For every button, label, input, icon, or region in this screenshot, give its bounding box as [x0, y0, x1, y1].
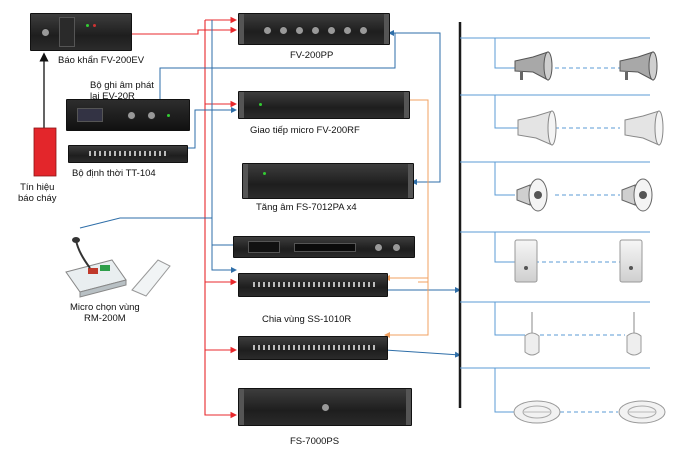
player-device	[233, 236, 415, 258]
tt104-device	[68, 145, 188, 163]
fv200rf-device	[238, 91, 410, 119]
white-horn-speaker-icon	[517, 110, 557, 146]
fs7012pa-device	[242, 163, 414, 199]
label-fv200pp: FV-200PP	[290, 50, 334, 61]
projector-speaker-icon	[516, 178, 548, 212]
ss1010r-device-2	[238, 336, 388, 360]
horn-speaker-icon	[619, 51, 658, 81]
label-chia-vung: Chia vùng SS-1010R	[262, 314, 352, 325]
fire-alarm-box	[33, 127, 57, 177]
wall-speaker-icon	[514, 239, 538, 283]
label-tang-am: Tăng âm FS-7012PA x4	[256, 202, 357, 213]
projector-speaker-icon	[621, 178, 653, 212]
fv200ev-device	[30, 13, 132, 51]
white-horn-speaker-icon	[624, 110, 664, 146]
ceiling-speaker-icon	[513, 400, 561, 424]
red-signal-lines	[39, 16, 238, 419]
label-bo-ghi-am: Bộ ghi âm phát lại EV-20R	[90, 80, 154, 102]
pendant-speaker-icon	[626, 312, 642, 356]
zone-microphone-icon	[65, 237, 171, 298]
ceiling-speaker-icon	[618, 400, 666, 424]
label-tin-hieu: Tín hiệu báo cháy	[18, 182, 57, 204]
ss1010r-device-1	[238, 273, 388, 297]
blue-signal-lines	[79, 20, 461, 358]
horn-speaker-icon	[514, 51, 553, 81]
wall-speaker-icon	[619, 239, 643, 283]
fs7000ps-device	[238, 388, 412, 426]
fv200pp-device	[238, 13, 390, 45]
pendant-speaker-icon	[524, 312, 540, 356]
zone-lines	[460, 37, 650, 413]
label-micro-chon-vung: Micro chọn vùng RM-200M	[70, 302, 140, 324]
label-fs7000ps: FS-7000PS	[290, 436, 340, 447]
label-bo-dinh-thoi: Bộ định thời TT-104	[72, 168, 156, 179]
orange-signal-lines	[384, 99, 429, 338]
label-bao-khan: Báo khẩn FV-200EV	[58, 55, 145, 66]
label-giao-tiep: Giao tiếp micro FV-200RF	[250, 125, 360, 136]
ev20r-device	[66, 99, 190, 131]
